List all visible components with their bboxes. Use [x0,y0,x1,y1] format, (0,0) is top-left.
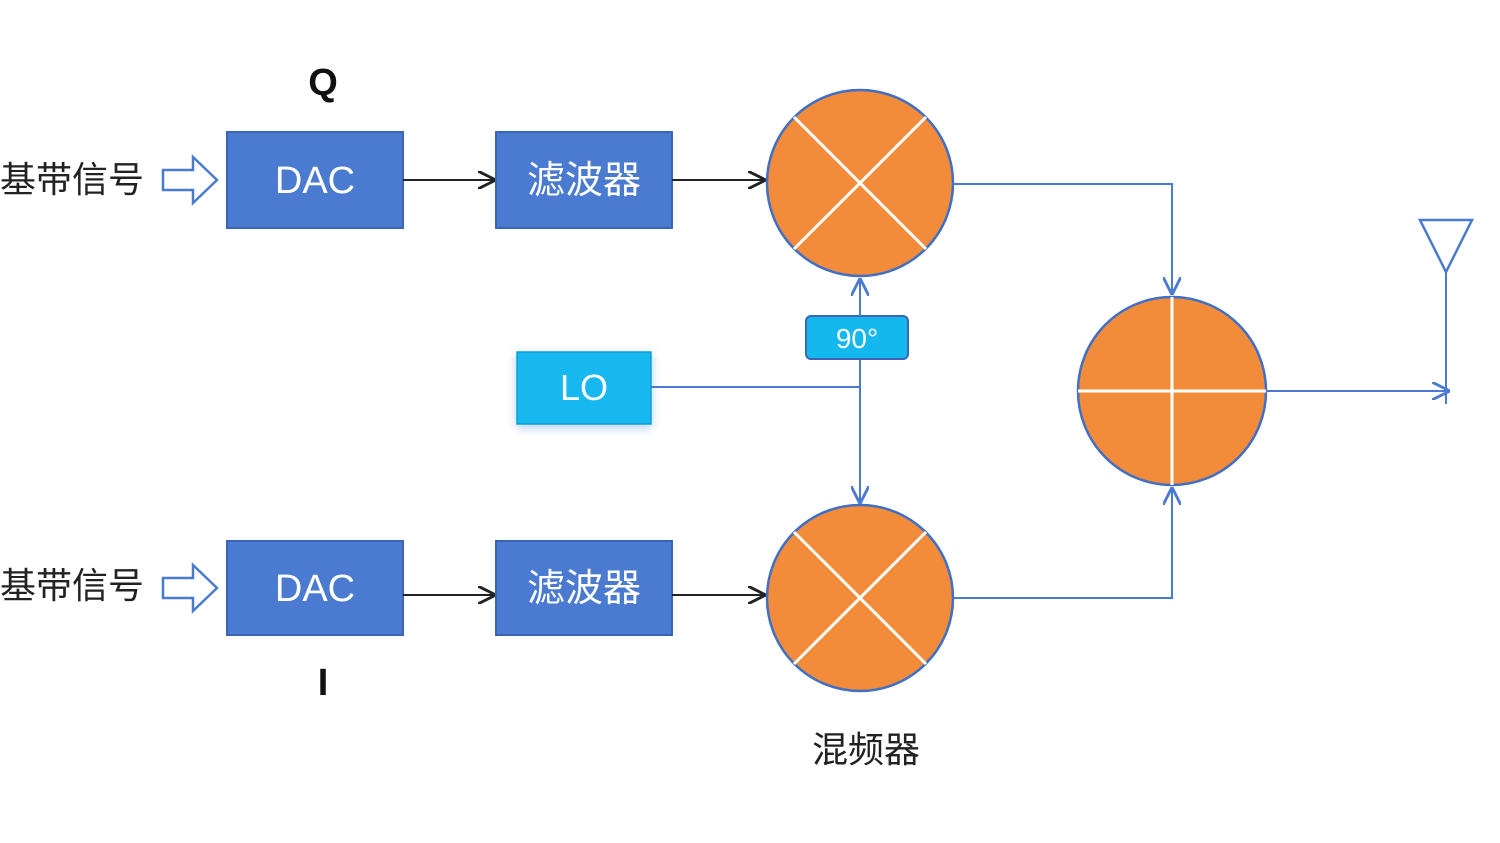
q-hollow-arrow-icon [161,154,219,206]
phase-shift-block: 90° [805,315,909,360]
i-hollow-arrow-icon [161,562,219,614]
q-dac-label: DAC [275,160,355,202]
q-mixer-multiplier-x-circle-icon [765,88,955,278]
q-filter-label: 滤波器 [527,160,641,202]
q-mixer-to-combiner-wire [953,183,1172,293]
i-mixer-to-combiner-wire [953,489,1172,599]
antenna-icon [1417,218,1475,404]
lo-label: LO [560,367,608,408]
i-mixer-multiplier-x-circle-icon [765,503,955,693]
i-channel-label: I [318,662,329,704]
q-channel-label: Q [308,62,338,104]
q-filter-block: 滤波器 [495,131,673,229]
q-input-label: 基带信号 [0,160,144,201]
i-filter-label: 滤波器 [527,568,641,610]
i-filter-block: 滤波器 [495,540,673,636]
combiner-adder-plus-circle-icon [1076,295,1268,487]
mixer-caption: 混频器 [812,730,920,771]
q-dac-block: DAC [226,131,404,229]
phase-shift-label: 90° [836,323,878,354]
i-dac-block: DAC [226,540,404,636]
i-dac-label: DAC [275,568,355,610]
lo-block: LO [516,351,652,425]
i-input-label: 基带信号 [0,566,144,607]
